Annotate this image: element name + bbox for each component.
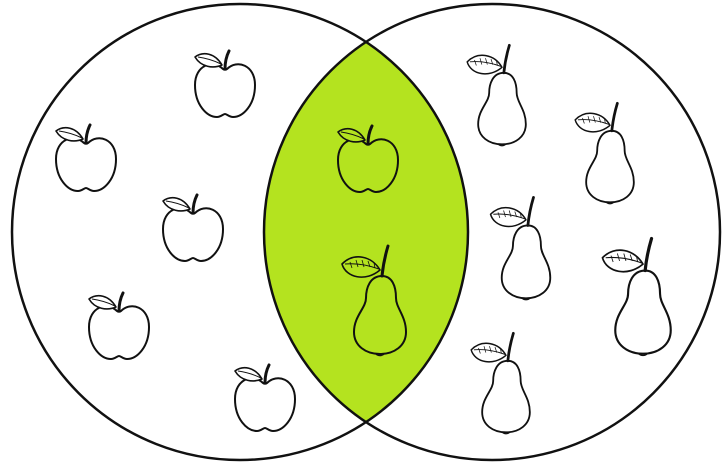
pear-icon (602, 239, 670, 356)
apple-icon (89, 293, 149, 359)
left-set-apples (56, 51, 295, 431)
pear-icon (575, 103, 634, 203)
right-set-pears (467, 45, 671, 433)
apple-icon (235, 365, 295, 431)
pear-icon (491, 197, 551, 299)
apple-icon (163, 195, 223, 261)
pear-icon (471, 333, 530, 433)
apple-icon (56, 125, 116, 191)
apple-icon (195, 51, 255, 117)
pear-icon (467, 45, 526, 145)
